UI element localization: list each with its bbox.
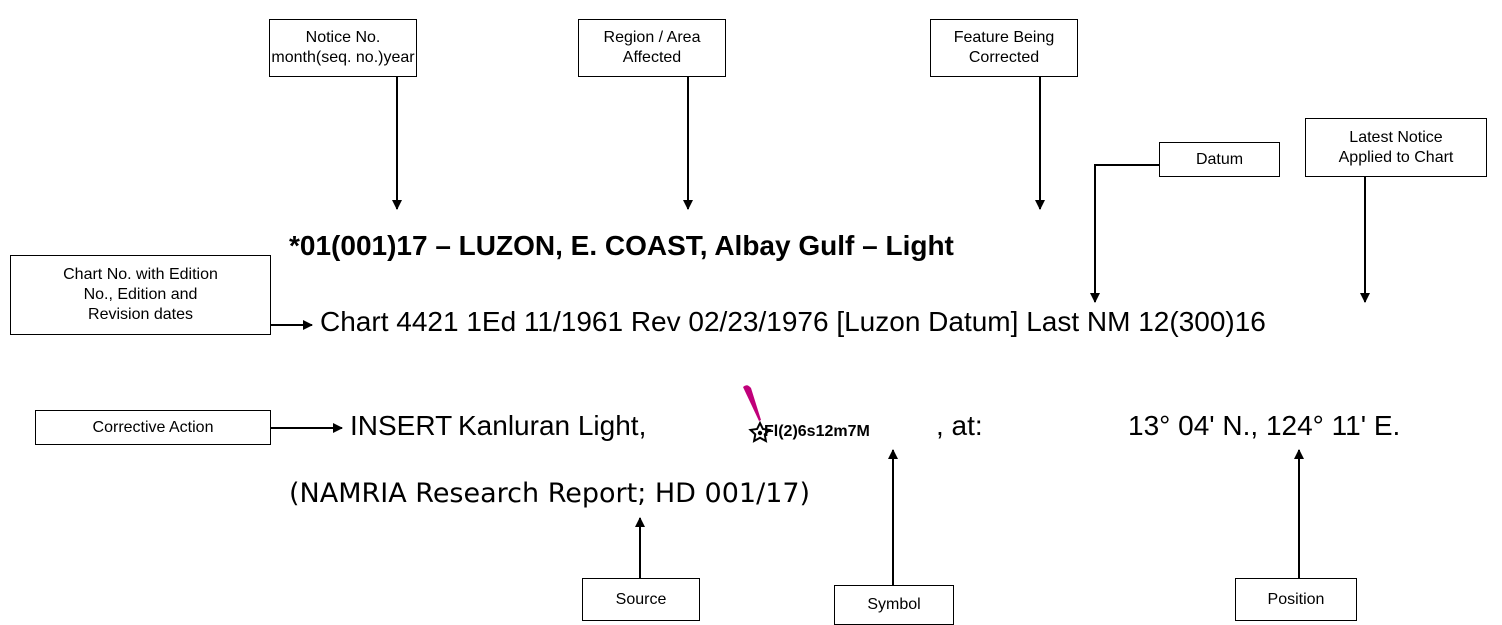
symbol-label: Symbol [867, 596, 921, 613]
feature-name: Kanluran Light, [458, 410, 647, 441]
light-symbol [743, 385, 772, 443]
source-text: (NAMRIA Research Report; HD 001/17) [289, 478, 811, 509]
notice-header: *01(001)17 – LUZON, E. COAST, Albay Gulf… [289, 230, 954, 261]
position-value: 13° 04' N., 124° 11' E. [1128, 410, 1401, 441]
light-characteristic: Fl(2)6s12m7M [764, 423, 870, 440]
latest-notice-box: Latest Notice Applied to Chart [1305, 118, 1487, 177]
notice-no-label: Notice No. month(seq. no.)year [271, 29, 415, 66]
position-box: Position [1235, 578, 1357, 621]
notice-no-box: Notice No. month(seq. no.)year [269, 19, 417, 77]
star-light-icon [748, 420, 772, 443]
position-label: Position [1267, 590, 1325, 608]
source-box: Source [582, 578, 700, 621]
light-flare-icon [743, 385, 761, 421]
feature-label: Feature Being Corrected [953, 29, 1055, 66]
latest-notice-label: Latest Notice Applied to Chart [1338, 128, 1454, 166]
region-box: Region / Area Affected [578, 19, 726, 77]
corrective-action-label: Corrective Action [92, 418, 214, 436]
datum-box: Datum [1159, 142, 1280, 177]
symbol-box: Symbol [834, 585, 954, 625]
corrective-action-box: Corrective Action [35, 410, 271, 445]
chart-no-box: Chart No. with Edition No., Edition and … [10, 255, 271, 335]
corrective-action-word: INSERT [350, 410, 453, 441]
datum-label: Datum [1195, 150, 1244, 168]
region-label: Region / Area Affected [603, 29, 701, 66]
at-label: , at: [936, 410, 983, 441]
chart-line: Chart 4421 1Ed 11/1961 Rev 02/23/1976 [L… [320, 306, 1266, 337]
feature-box: Feature Being Corrected [930, 19, 1078, 77]
chart-no-label: Chart No. with Edition No., Edition and … [63, 266, 218, 323]
source-label: Source [615, 590, 667, 608]
arrow-datum [1090, 164, 1159, 303]
